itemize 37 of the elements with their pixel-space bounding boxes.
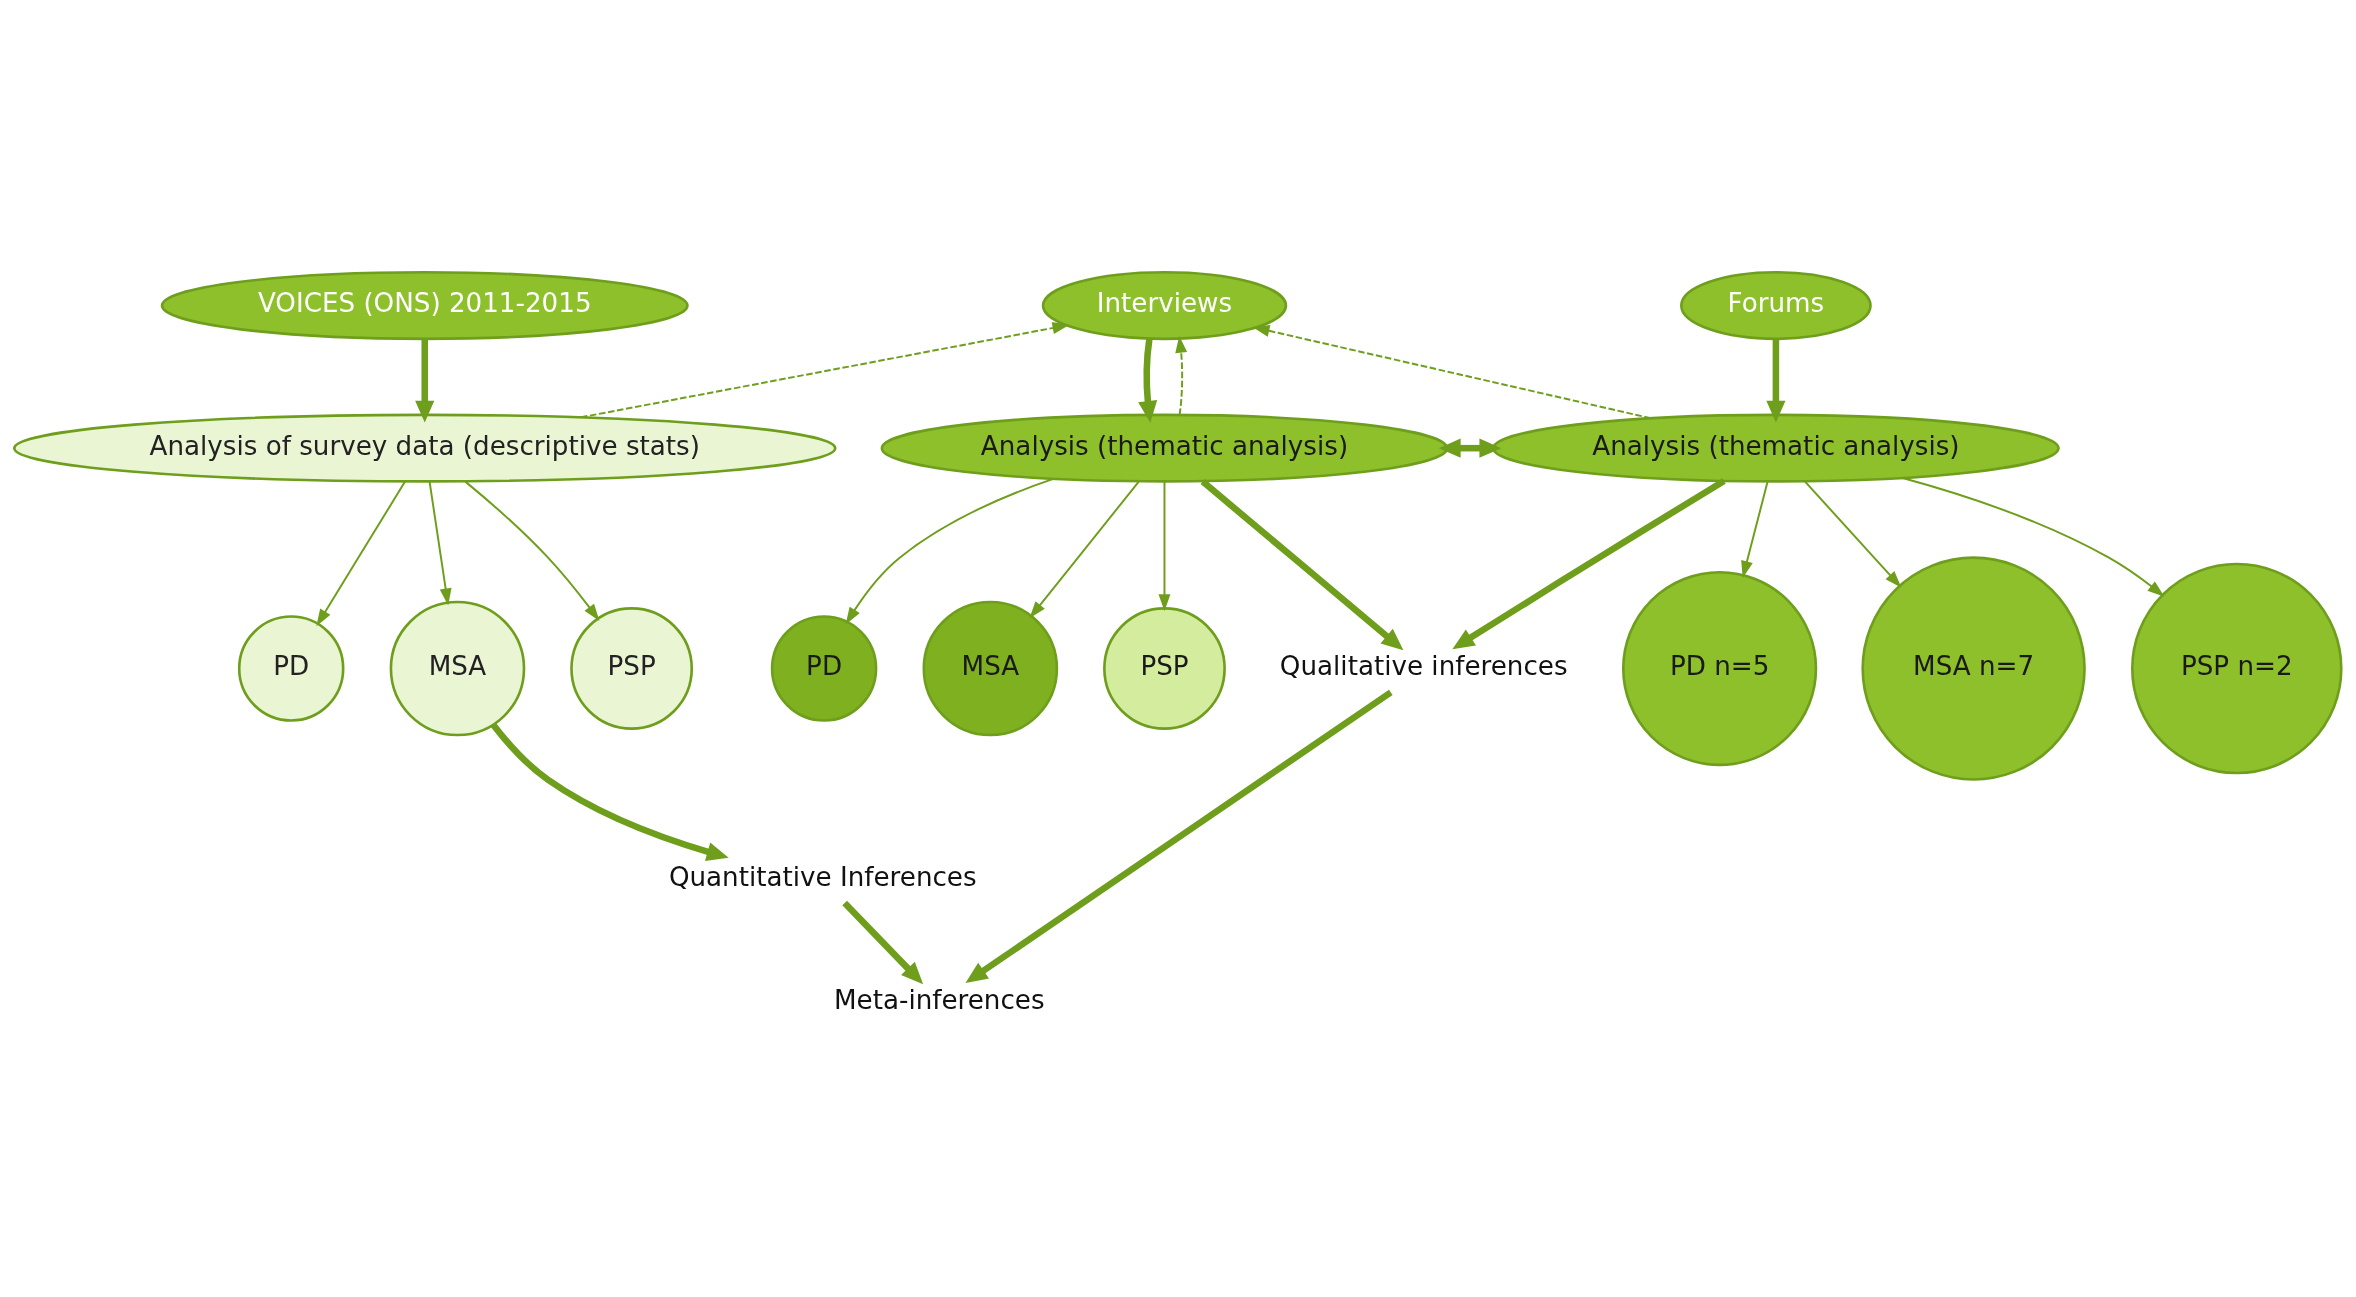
node-ellipse: Analysis (thematic analysis) (1492, 413, 2060, 483)
arrow (428, 480, 452, 605)
node-circle: PD (770, 614, 878, 722)
node-circle: PSP n=2 (2130, 562, 2343, 774)
node-ellipse: Analysis of survey data (descriptive stats) (12, 413, 837, 483)
arrow (1766, 338, 1786, 423)
node-circle: MSA n=7 (1861, 555, 2086, 781)
node-ellipse: Analysis (thematic analysis) (880, 413, 1449, 483)
arrow (1804, 480, 1902, 588)
arrow (1741, 480, 1769, 578)
arrow (1158, 480, 1171, 611)
arrow (965, 689, 1393, 983)
arrow (1452, 477, 1726, 649)
arrow (316, 480, 407, 626)
node-ellipse: VOICES (ONS) 2011-2015 (160, 270, 689, 340)
arrow (464, 480, 600, 621)
node-text: Meta-inferences (833, 984, 1045, 1015)
arrow (1175, 335, 1188, 416)
arrow (580, 321, 1070, 418)
node-text: Quantitative Inferences (668, 861, 977, 892)
arrow (845, 477, 1055, 624)
node-circle: PD (237, 614, 345, 722)
arrow (415, 338, 435, 423)
arrow (1138, 337, 1158, 423)
arrow (1252, 324, 1652, 419)
arrow (1200, 478, 1404, 650)
arrow (1029, 480, 1140, 618)
node-circle: PD n=5 (1621, 570, 1818, 766)
node-circle: MSA (389, 600, 526, 736)
arrow (842, 900, 924, 984)
node-circle: PSP (1103, 606, 1226, 730)
node-text: Qualitative inferences (1279, 650, 1568, 681)
arrow (1901, 476, 2165, 597)
arrow (1438, 438, 1502, 458)
arrow (490, 722, 729, 861)
node-circle: PSP (570, 606, 694, 730)
node-ellipse: Forums (1680, 270, 1872, 340)
